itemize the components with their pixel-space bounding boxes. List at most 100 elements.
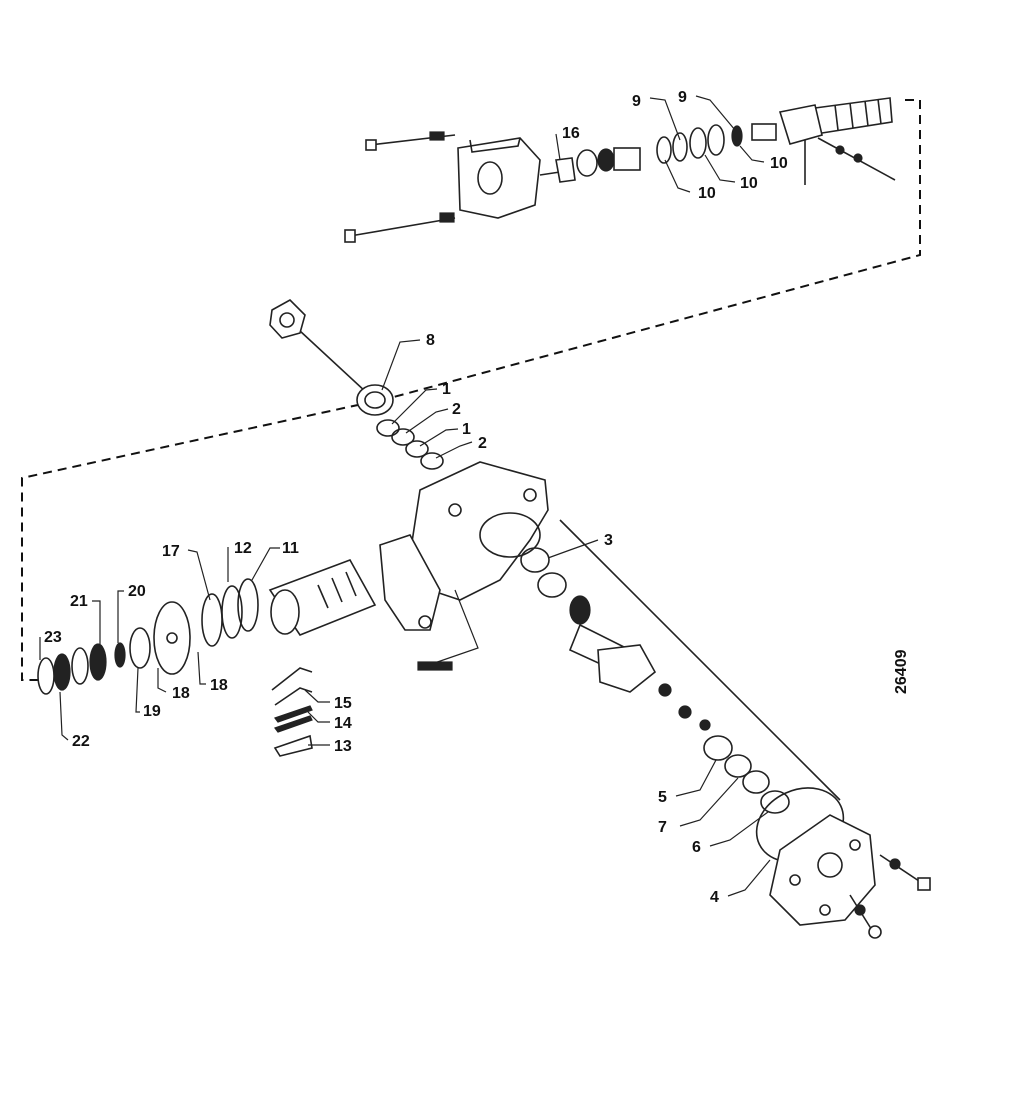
shaft-yoke [597, 644, 657, 693]
callout-10: 10 [698, 185, 716, 202]
top-nut-hole [279, 312, 295, 328]
end-cover-hole-b [849, 839, 861, 851]
callout-21: 21 [70, 593, 88, 610]
callout-18: 18 [210, 677, 228, 694]
seal-ring-c [689, 127, 707, 159]
callout-15: 15 [334, 695, 352, 712]
callout-9: 9 [632, 93, 641, 110]
thread-1 [834, 104, 839, 131]
part-17-ring [201, 593, 223, 647]
housing-link [539, 171, 561, 176]
piston-groove-3 [345, 571, 357, 597]
callout-13: 13 [334, 738, 352, 755]
part-23-ring [37, 657, 55, 695]
leader-19 [135, 667, 140, 713]
callout-19: 19 [143, 703, 161, 720]
leader-21 [92, 600, 101, 645]
main-axis-line [559, 519, 841, 801]
top-subassembly [344, 97, 896, 243]
top-nut [269, 299, 306, 339]
part-16-block [555, 157, 576, 183]
flange-hole [418, 615, 432, 629]
part-15b-clip [274, 687, 313, 706]
end-plug [751, 123, 777, 141]
piston-groove-2 [331, 577, 343, 603]
end-cover [769, 814, 876, 926]
leader-6 [709, 811, 769, 847]
housing-bolt-leader [419, 589, 479, 669]
part-21-spring [89, 643, 107, 681]
spool-spring [597, 148, 615, 172]
callout-16: 16 [562, 125, 580, 142]
leader-18b [197, 651, 206, 685]
callout-1: 1 [462, 421, 471, 438]
shaft-washer-b [678, 705, 692, 719]
callout-5: 5 [658, 789, 667, 806]
seal-ring-d [707, 124, 725, 156]
leader-lines [39, 95, 771, 897]
end-cover-hole-a [789, 874, 801, 886]
seal-ring-b [672, 132, 688, 162]
left-subassembly [37, 559, 377, 757]
spool-collar [576, 149, 598, 177]
valve-housing-bore [477, 161, 503, 195]
valve-housing-top [469, 137, 521, 153]
housing-hole-b [523, 488, 537, 502]
piston-groove-1 [317, 584, 329, 609]
leader-8 [381, 339, 421, 391]
shaft-bearing [537, 572, 567, 598]
part-21b-washer [71, 647, 89, 685]
leader-10a [664, 159, 691, 193]
part-22-spring [53, 653, 71, 691]
disc-center [166, 632, 178, 644]
spool-body [613, 147, 641, 171]
ring-2a [391, 428, 415, 446]
leader-18a [157, 668, 167, 693]
shaft-washer-a [658, 683, 672, 697]
part-19-ring [129, 627, 151, 669]
part-7b-ring [742, 770, 770, 794]
threaded-stem [814, 97, 893, 134]
part-12-ring [237, 578, 259, 632]
thread-2 [849, 102, 854, 129]
part-6-ring [760, 790, 790, 814]
leader-9a [649, 97, 681, 141]
part-7-ring [724, 754, 752, 778]
callout-6: 6 [692, 839, 701, 856]
end-bolt-a-head [917, 877, 931, 891]
leader-2b [435, 441, 473, 459]
callout-10: 10 [770, 155, 788, 172]
leader-2a [405, 408, 449, 434]
callout-2: 2 [478, 435, 487, 452]
assembly-dashed-connector [21, 99, 921, 681]
ring-1b [405, 440, 429, 458]
small-washer-a [835, 145, 845, 155]
leader-17 [187, 549, 211, 601]
end-bolt-b-head [868, 925, 882, 939]
end-cover-hole-c [819, 904, 831, 916]
part-20-spring [114, 642, 126, 668]
thread-3 [864, 100, 869, 127]
callout-20: 20 [128, 583, 146, 600]
part-5-ring [703, 735, 733, 761]
end-bolt-a-washer [889, 858, 901, 870]
callout-4: 4 [710, 889, 719, 906]
housing-bolt [417, 661, 453, 671]
part-3-seal [520, 547, 550, 573]
callout-2: 2 [452, 401, 461, 418]
part-8-bearing [356, 384, 394, 416]
part-18-disc [153, 601, 191, 675]
callout-labels: 16 9 9 10 10 10 8 1 2 1 2 3 17 12 11 21 … [44, 89, 788, 906]
leader-14 [307, 711, 330, 723]
housing-bore [479, 512, 541, 558]
callout-22: 22 [72, 733, 90, 750]
callout-3: 3 [604, 532, 613, 549]
end-cap [778, 104, 823, 145]
callout-1: 1 [442, 381, 451, 398]
part-13-clip [273, 734, 313, 757]
seal-ring-a [656, 136, 672, 164]
leader-9b [695, 95, 736, 131]
end-bolt-b-washer [854, 904, 866, 916]
callout-12: 12 [234, 540, 252, 557]
